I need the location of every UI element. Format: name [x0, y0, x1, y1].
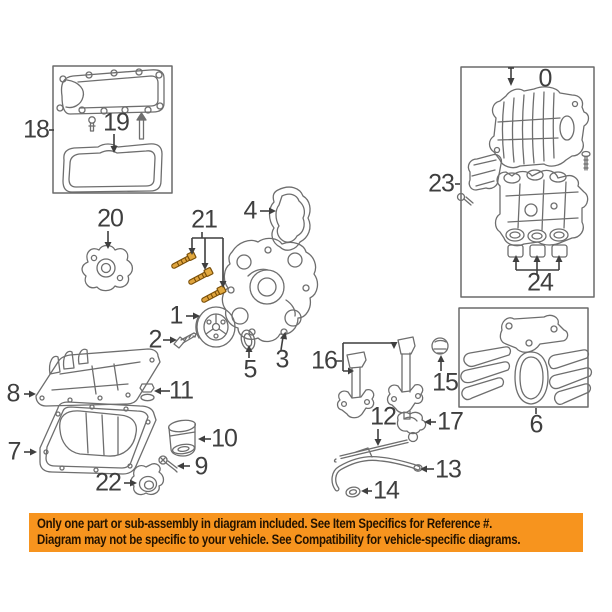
timing-chain-kit-box: [458, 307, 593, 408]
upper-intake-manifold-drawing: [488, 86, 590, 169]
dipstick-tube-short-drawing: [336, 351, 375, 419]
crank-pulley-drawing: [195, 306, 236, 348]
tube-oring-drawing: [345, 486, 361, 498]
part-label-22: 22: [95, 468, 122, 497]
oil-tube-drawing: [331, 447, 423, 492]
part-label-13: 13: [435, 455, 462, 484]
part-label-18: 18: [23, 115, 50, 144]
oil-filter-drawing: [167, 419, 197, 457]
disclaimer-line-1: Only one part or sub-assembly in diagram…: [37, 516, 493, 531]
part-label-2: 2: [148, 325, 163, 354]
part-label-12: 12: [370, 402, 397, 431]
disclaimer-banner: Only one part or sub-assembly in diagram…: [29, 513, 583, 552]
lower-intake-manifold-drawing: [494, 169, 589, 247]
drain-plug-drawing: [139, 383, 155, 402]
part-label-17: 17: [437, 407, 464, 436]
intake-manifold-box: [456, 66, 595, 298]
dipstick-tube-tall-drawing: [386, 336, 424, 420]
part-label-5: 5: [243, 355, 258, 384]
part-label-15: 15: [432, 368, 459, 397]
part-label-7: 7: [7, 437, 22, 466]
part-label-19: 19: [103, 108, 130, 137]
part-label-11: 11: [169, 376, 194, 405]
part-label-0: 0: [538, 64, 553, 93]
part-label-24: 24: [527, 268, 554, 297]
throttle-spacer-drawing: [456, 153, 503, 206]
timing-cover-drawing: [221, 237, 319, 343]
part-label-14: 14: [373, 476, 400, 505]
valve-cover-gasket-lower-drawing: [62, 143, 163, 193]
tube-seal-drawing: [396, 411, 427, 435]
manifold-seals-drawing: [507, 244, 568, 258]
oil-filter-adapter-drawing: [130, 463, 165, 496]
part-label-9: 9: [194, 452, 209, 481]
valve-cover-box: [52, 65, 173, 194]
part-label-10: 10: [211, 424, 238, 453]
part-label-6: 6: [529, 410, 544, 439]
dipstick-drawing: [333, 431, 419, 463]
part-label-3: 3: [275, 345, 290, 374]
timing-cover-gasket-drawing: [268, 186, 311, 251]
filter-bolt-drawing: [158, 455, 178, 473]
part-label-8: 8: [6, 379, 21, 408]
part-label-1: 1: [169, 301, 184, 330]
valve-cover-bolt-left-drawing: [88, 116, 96, 132]
callout-arrows: [24, 67, 563, 495]
valve-cover-bolt-right-drawing: [136, 112, 147, 140]
windage-tray-drawing: [35, 348, 161, 407]
oil-cap-drawing: [431, 337, 449, 355]
oil-pump-drawing: [81, 244, 134, 292]
manifold-bolt-drawing: [581, 150, 591, 171]
part-label-23: 23: [428, 169, 455, 198]
valve-cover-gasket-upper-drawing: [56, 68, 165, 115]
part-label-16: 16: [311, 346, 338, 375]
highlighted-timing-bolts-drawing: [171, 251, 227, 303]
part-label-21: 21: [191, 205, 218, 234]
pulley-bolt-drawing: [173, 332, 197, 349]
disclaimer-line-2: Diagram may not be specific to your vehi…: [37, 532, 521, 547]
part-label-20: 20: [97, 204, 124, 233]
part-label-4: 4: [243, 196, 258, 225]
oil-pan-drawing: [39, 401, 157, 475]
